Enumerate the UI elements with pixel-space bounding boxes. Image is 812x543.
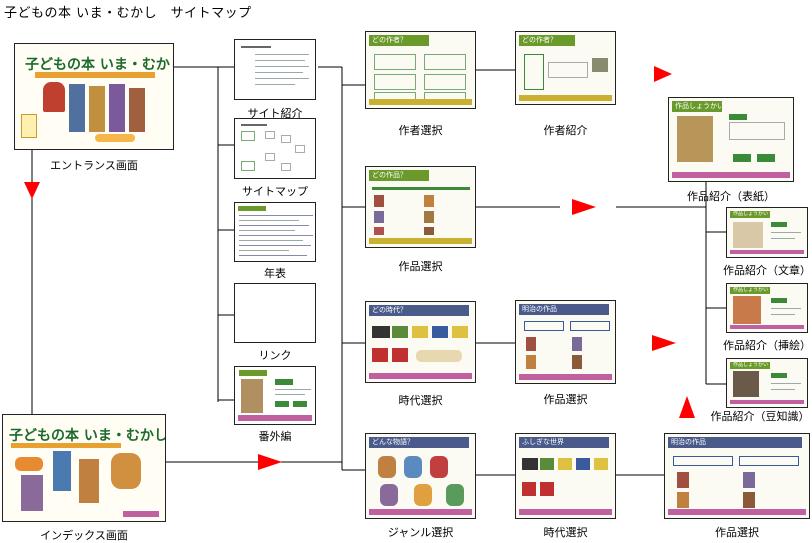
sitemap-thumbnail [234, 118, 316, 179]
era-select-2-label: 時代選択 [543, 526, 588, 539]
era-select-2-header: ふしぎな世界 [519, 437, 609, 448]
entrance-splash-title: 子どもの本 いま・むかし [25, 57, 174, 73]
sitemap-title: 子どもの本 いま・むかし サイトマップ [4, 6, 252, 21]
link-label: リンク [258, 349, 292, 362]
author-select-label: 作者選択 [398, 124, 443, 137]
work-trivia-label: 作品紹介（豆知識） [710, 410, 810, 423]
era-select-2-thumbnail: ふしぎな世界 [515, 433, 616, 519]
entrance-thumbnail: 子どもの本 いま・むかし [14, 43, 174, 150]
author-intro-label: 作者紹介 [543, 124, 588, 137]
work-trivia-header: 作品しょうかい [730, 362, 770, 369]
work-text-header: 作品しょうかい [730, 211, 770, 218]
era-select-thumbnail: どの時代？ [365, 301, 476, 383]
work-cover-thumbnail: 作品しょうかい [668, 97, 794, 182]
work-trivia-thumbnail: 作品しょうかい [726, 358, 808, 408]
work-cover-label: 作品紹介（表紙） [687, 190, 775, 203]
entrance-label: エントランス画面 [50, 159, 138, 172]
work-select-1-label: 作品選択 [398, 260, 443, 273]
work-illus-header: 作品しょうかい [730, 287, 770, 294]
work-select-1-header: どの作品？ [369, 170, 429, 181]
work-select-3-label: 作品選択 [715, 526, 759, 539]
extra-label: 番外編 [258, 430, 292, 443]
work-illus-thumbnail: 作品しょうかい [726, 283, 808, 333]
work-select-2-label: 作品選択 [543, 393, 588, 406]
work-select-3-thumbnail: 明治の作品 [664, 433, 810, 519]
index-thumbnail: 子どもの本 いま・むかし [2, 414, 166, 522]
genre-select-label: ジャンル選択 [387, 526, 454, 539]
site-intro-label: サイト紹介 [247, 107, 303, 120]
author-intro-thumbnail: どの作者？ [515, 31, 616, 105]
index-splash-title: 子どもの本 いま・むかし [9, 428, 166, 444]
work-text-label: 作品紹介（文章） [723, 264, 811, 277]
work-cover-header: 作品しょうかい [672, 101, 722, 112]
site-intro-thumbnail [234, 39, 316, 100]
work-text-thumbnail: 作品しょうかい [726, 207, 808, 258]
work-select-2-thumbnail: 明治の作品 [515, 300, 616, 384]
author-select-thumbnail: どの作者？ [365, 31, 476, 109]
author-select-header: どの作者？ [369, 35, 429, 46]
genre-select-header: どんな物語？ [369, 437, 469, 448]
genre-select-thumbnail: どんな物語？ [365, 433, 476, 519]
work-select-1-thumbnail: どの作品？ [365, 166, 476, 248]
work-select-3-header: 明治の作品 [668, 437, 802, 448]
index-label: インデックス画面 [40, 529, 128, 542]
work-illus-label: 作品紹介（挿絵） [723, 339, 811, 352]
chronology-thumbnail [234, 202, 316, 262]
sitemap-label: サイトマップ [242, 185, 308, 198]
era-select-header: どの時代？ [369, 305, 469, 316]
work-select-2-header: 明治の作品 [519, 304, 609, 315]
extra-thumbnail [234, 366, 316, 425]
chronology-label: 年表 [264, 267, 286, 280]
author-intro-header: どの作者？ [519, 35, 575, 46]
era-select-label: 時代選択 [398, 394, 443, 407]
link-thumbnail [234, 283, 316, 343]
